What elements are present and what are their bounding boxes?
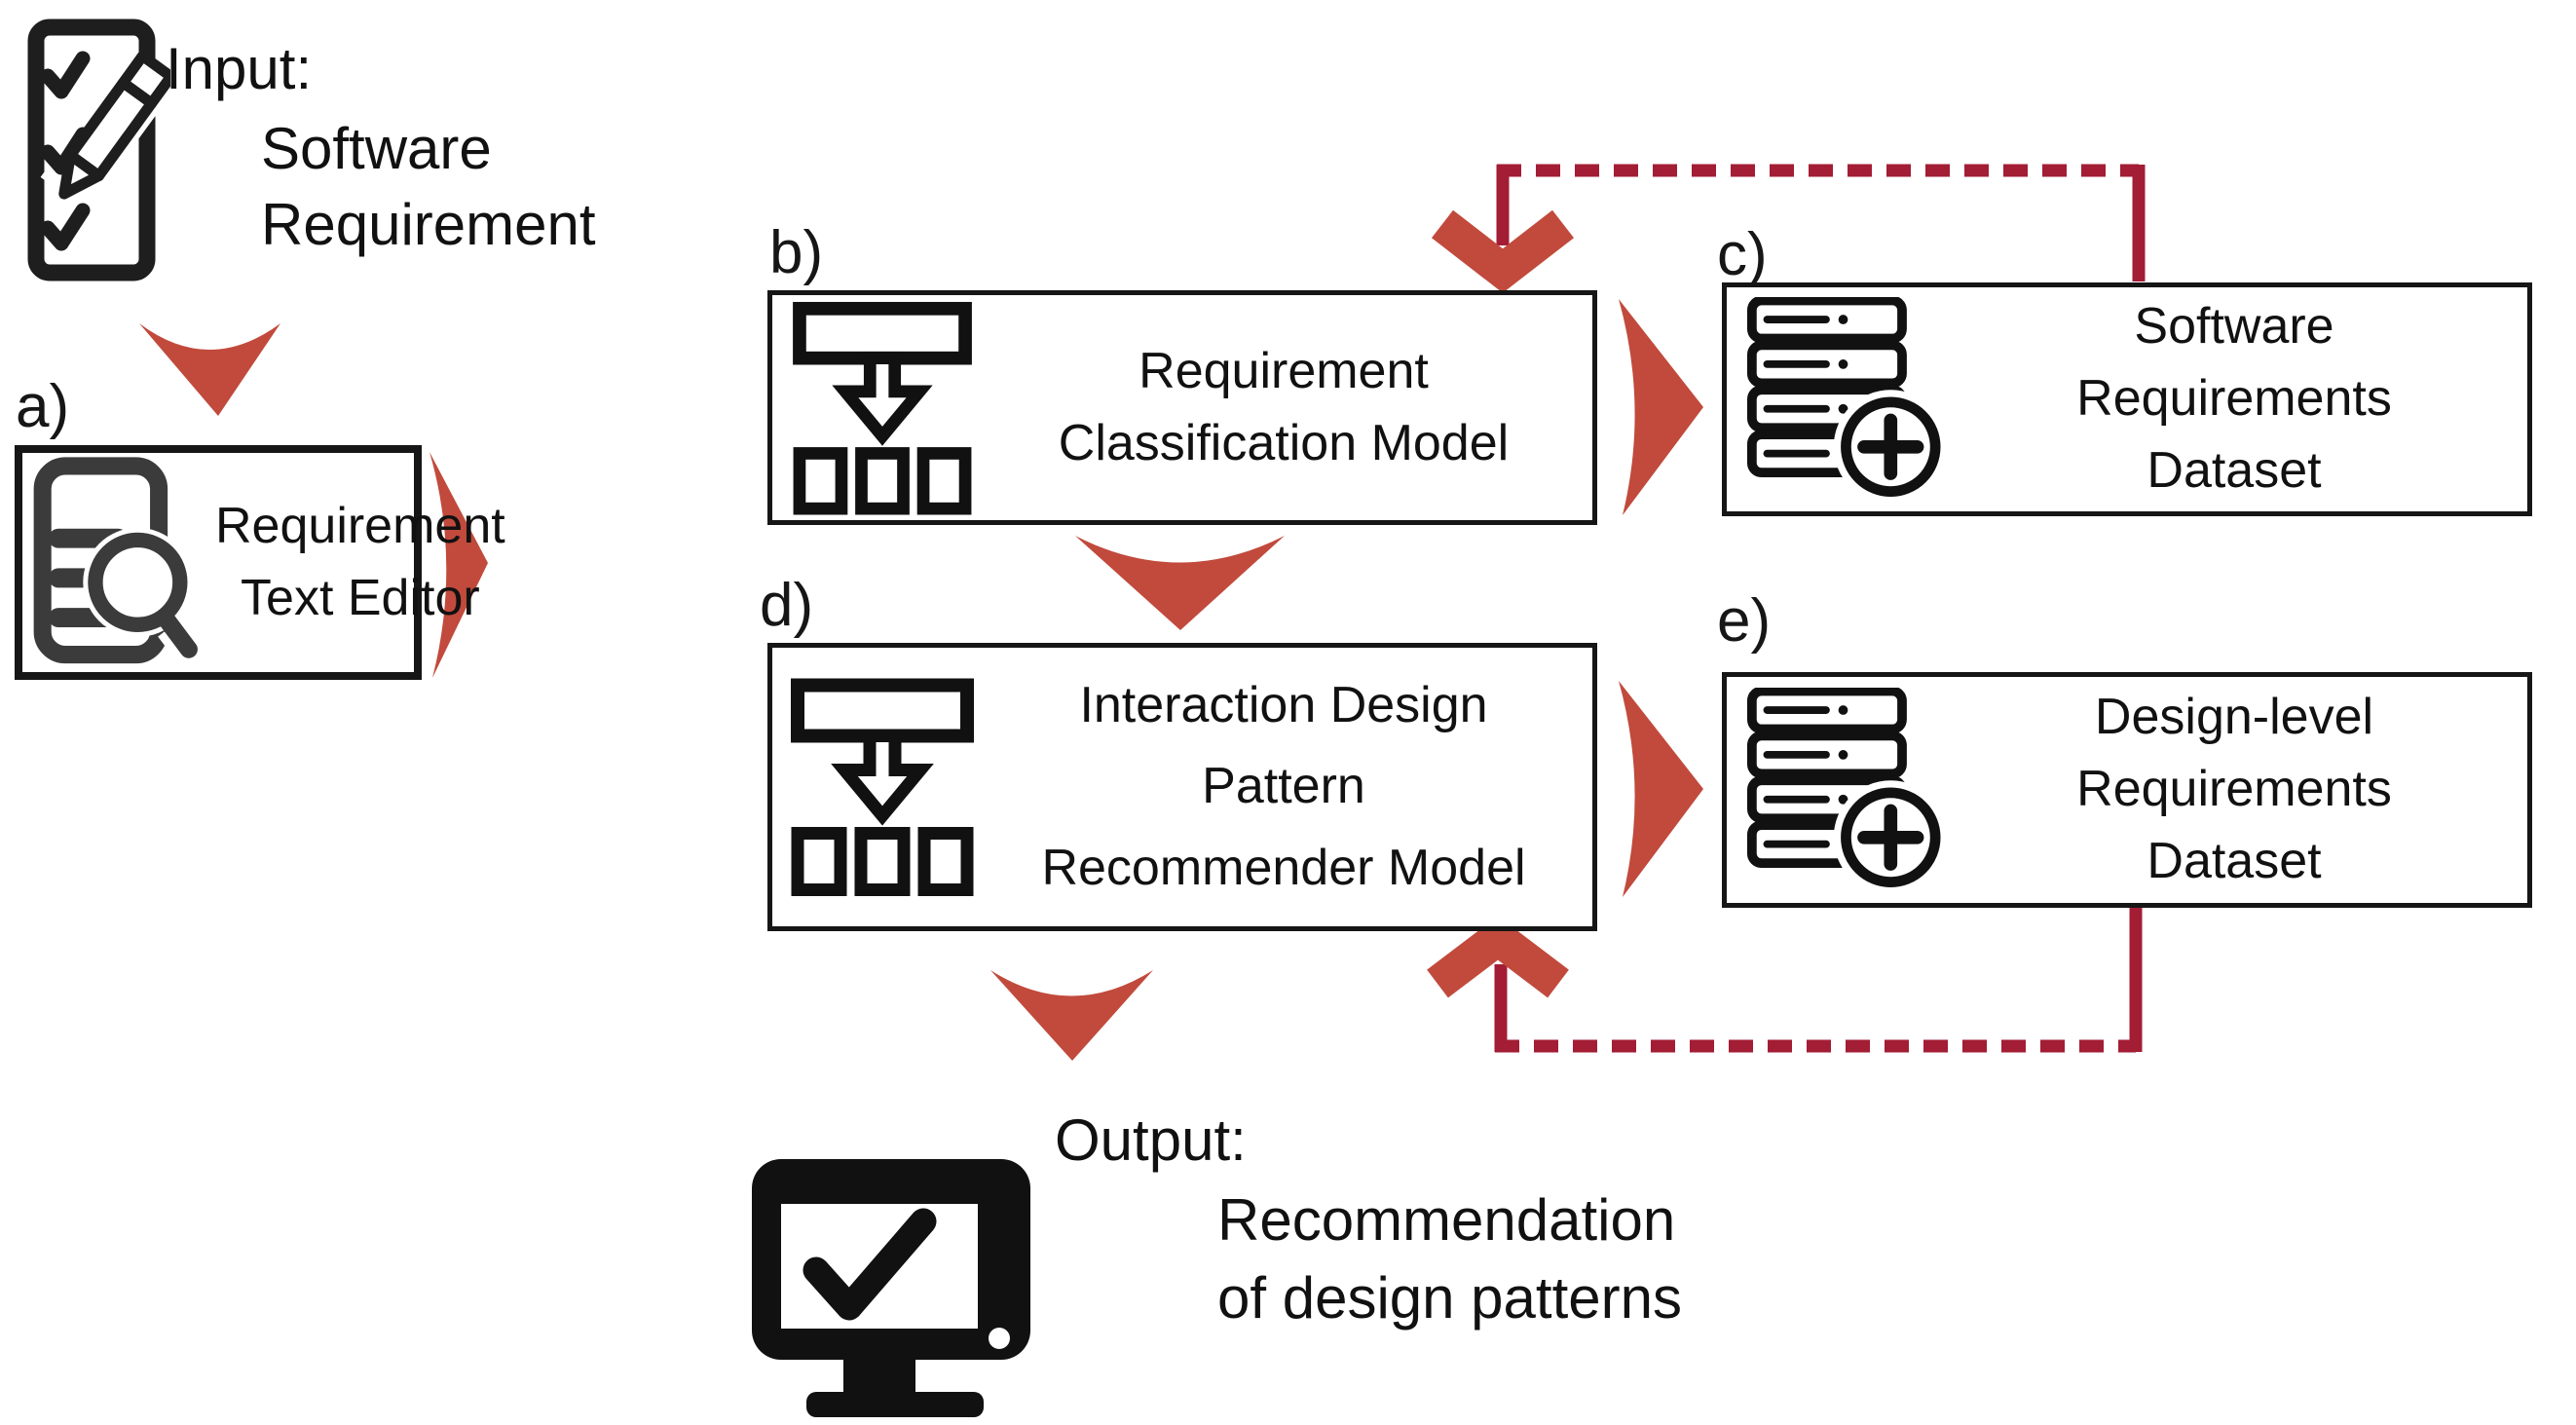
stage-d-title-line: Pattern: [1202, 758, 1365, 815]
feedback-line-e-to-d: [1427, 908, 2143, 1053]
arrow-input-to-a: [139, 323, 280, 416]
stage-b-title: Requirement Classification Model: [975, 336, 1592, 480]
stage-a-title-line: Text Editor: [241, 569, 480, 626]
stage-a-title: Requirement Text Editor: [215, 491, 505, 635]
output-label: Output:: [1055, 1107, 1247, 1173]
stage-c-title-line: Requirements: [2076, 370, 2392, 428]
stage-d-title-line: Interaction Design: [1079, 677, 1488, 734]
stage-b-title-line: Requirement: [1139, 342, 1429, 399]
stage-c-title: Software Requirements Dataset: [1941, 291, 2527, 506]
stage-b-tag: b): [769, 219, 824, 286]
input-line-2: Requirement: [261, 192, 596, 257]
arrow-b-to-c: [1619, 299, 1703, 515]
monitor-check-icon: [752, 1159, 1030, 1417]
arrow-d-to-output: [990, 970, 1153, 1061]
stage-e-tag: e): [1717, 587, 1772, 655]
classification-tree-icon: [790, 301, 975, 515]
classification-tree-icon: [790, 665, 975, 909]
stage-c-tag: c): [1717, 221, 1768, 288]
stage-c-box: Software Requirements Dataset: [1722, 282, 2532, 516]
arrow-b-to-d: [1075, 536, 1285, 630]
stage-a-box: Requirement Text Editor: [15, 445, 505, 680]
stage-d-title-line: Recommender Model: [1041, 839, 1526, 896]
stage-d-tag: d): [760, 572, 814, 639]
arrow-d-to-e: [1619, 681, 1703, 897]
stage-e-title-line: Design-level: [2094, 689, 2374, 746]
arrowhead-into-b: [1431, 209, 1575, 293]
checklist-pencil-icon: [27, 19, 170, 281]
input-label: Input:: [166, 36, 313, 101]
stage-e-title: Design-level Requirements Dataset: [1941, 682, 2527, 897]
stage-a-title-line: Requirement: [215, 497, 505, 554]
stage-a-tag: a): [16, 373, 70, 440]
stage-c-title-line: Dataset: [2147, 441, 2322, 499]
stage-e-title-line: Dataset: [2147, 832, 2322, 889]
stage-d-title: Interaction Design Pattern Recommender M…: [975, 665, 1592, 909]
stage-e-box: Design-level Requirements Dataset: [1722, 672, 2532, 908]
feedback-line-c-to-b: [1431, 164, 2146, 293]
input-line-1: Software: [261, 116, 492, 181]
stage-e-title-line: Requirements: [2076, 761, 2392, 818]
database-add-icon: [1746, 688, 1941, 892]
output-line-1: Recommendation: [1217, 1187, 1676, 1253]
document-search-icon: [30, 455, 215, 671]
arrowhead-into-d: [1427, 916, 1569, 998]
arrow-a-to-b: [429, 452, 488, 678]
stage-c-title-line: Software: [2134, 298, 2334, 356]
stage-b-box: Requirement Classification Model: [767, 290, 1597, 525]
stage-b-title-line: Classification Model: [1058, 414, 1510, 471]
database-add-icon: [1746, 297, 1941, 502]
output-line-2: of design patterns: [1217, 1265, 1682, 1331]
stage-d-box: Interaction Design Pattern Recommender M…: [767, 643, 1597, 931]
